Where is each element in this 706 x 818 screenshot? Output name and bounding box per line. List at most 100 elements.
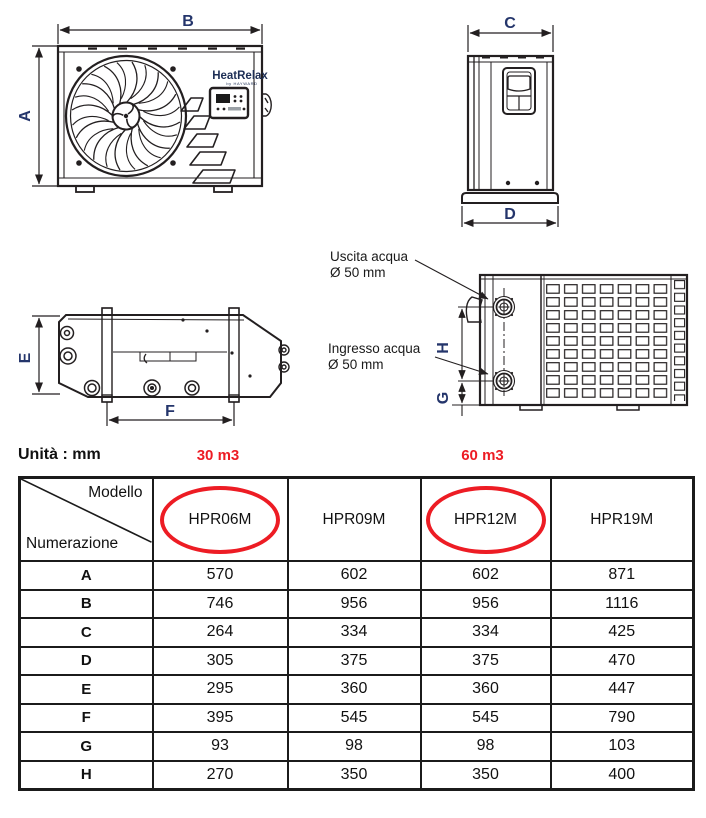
value-cell: 334: [286, 617, 422, 648]
dimensions-table: Modello Numerazione HPR06M HPR09M HPR12M…: [18, 476, 695, 791]
dim-a: [32, 45, 58, 187]
side-cabinet: [461, 54, 559, 204]
side-dim-base-label: D: [504, 206, 516, 223]
back-dim-lower-label: G: [435, 392, 452, 404]
dim-d: [461, 206, 559, 228]
dim-h: [458, 306, 493, 382]
table-row-f: F 395 545 545 790: [18, 702, 695, 733]
dim-label-cell: H: [18, 759, 154, 791]
value-cell: 98: [286, 731, 422, 762]
value-cell: 305: [151, 645, 289, 676]
value-cell: 602: [419, 560, 552, 591]
value-cell: 360: [286, 674, 422, 705]
highlight-ring-hpr06m: [160, 485, 280, 554]
water-outlet-size: Ø 50 mm: [330, 265, 386, 280]
water-inlet-connector: [492, 369, 516, 393]
value-cell: 602: [286, 560, 422, 591]
value-cell: 375: [419, 645, 552, 676]
value-cell: 956: [419, 588, 552, 619]
value-cell: 295: [151, 674, 289, 705]
table-row-h: H 270 350 350 400: [18, 759, 695, 791]
value-cell: 350: [419, 759, 552, 791]
value-cell: 93: [151, 731, 289, 762]
value-cell: 470: [549, 645, 695, 676]
dim-e: [32, 315, 60, 395]
value-cell: 395: [151, 702, 289, 733]
table-corner-cell: Modello Numerazione: [18, 476, 154, 562]
water-outlet-label: Uscita acqua: [330, 249, 409, 264]
water-outlet-connector: [492, 295, 516, 319]
table-row-d: D 305 375 375 470: [18, 645, 695, 676]
value-cell: 871: [549, 560, 695, 591]
bottom-dim-depth-label: E: [18, 352, 34, 363]
base-plate: [58, 307, 290, 403]
dim-g: [452, 382, 482, 416]
value-cell: 570: [151, 560, 289, 591]
dim-label-cell: B: [18, 588, 154, 619]
value-cell: 425: [549, 617, 695, 648]
value-cell: 956: [286, 588, 422, 619]
value-cell: 545: [286, 702, 422, 733]
model-header-hpr09m: HPR09M: [286, 476, 422, 562]
fan-screws: [76, 66, 176, 166]
fan-grille: [64, 54, 188, 178]
value-cell: 98: [419, 731, 552, 762]
mounting-bracket-left: [101, 307, 113, 403]
volume-annotation-30m3: 30 m3: [196, 447, 240, 464]
units-label: Unità : mm: [18, 446, 101, 463]
value-cell: 334: [419, 617, 552, 648]
value-cell: 545: [419, 702, 552, 733]
corner-label-modello: Modello: [88, 484, 143, 501]
corner-diagonal: [21, 479, 152, 560]
dim-label-cell: F: [18, 702, 154, 733]
value-cell: 270: [151, 759, 289, 791]
cable-flap: [465, 296, 483, 323]
value-cell: 375: [286, 645, 422, 676]
model-header-hpr19m: HPR19M: [549, 476, 695, 562]
table-row-b: B 746 956 956 1116: [18, 588, 695, 619]
water-inlet-label: Ingresso acqua: [328, 341, 421, 356]
dim-b: [57, 24, 263, 44]
side-base: [461, 192, 559, 204]
model-name: HPR09M: [322, 510, 386, 528]
model-header-hpr06m: HPR06M: [151, 476, 289, 562]
coil-grid-edge: [674, 280, 686, 401]
table-row-e: E 295 360 360 447: [18, 674, 695, 705]
front-dim-width-label: B: [182, 13, 194, 30]
value-cell: 447: [549, 674, 695, 705]
front-view-drawing: B A: [18, 13, 272, 193]
mounting-bracket-right: [228, 307, 240, 403]
control-panel: [208, 86, 250, 120]
pipe-stubs: [278, 344, 290, 373]
side-handle: [262, 93, 272, 117]
dim-label-cell: C: [18, 617, 154, 648]
volume-annotation-60m3: 60 m3: [461, 447, 504, 464]
bottom-dim-feet-label: F: [165, 403, 175, 420]
dim-c: [467, 25, 554, 52]
brand-logo: HeatRelax: [212, 70, 268, 82]
side-view-drawing: C: [461, 15, 559, 228]
value-cell: 400: [549, 759, 695, 791]
value-cell: 1116: [549, 588, 695, 619]
model-header-hpr12m: HPR12M: [419, 476, 552, 562]
back-cabinet: [465, 273, 689, 411]
drain-holes: [59, 325, 200, 397]
table-row-a: A 570 602 602 871: [18, 560, 695, 591]
dim-label-cell: D: [18, 645, 154, 676]
back-dim-upper-label: H: [435, 342, 452, 354]
value-cell: 746: [151, 588, 289, 619]
value-cell: 350: [286, 759, 422, 791]
coil-grid: [546, 284, 668, 398]
value-cell: 103: [549, 731, 695, 762]
corner-label-numerazione: Numerazione: [26, 535, 119, 552]
side-dim-top-label: C: [504, 15, 516, 32]
dim-label-cell: E: [18, 674, 154, 705]
table-row-g: G 93 98 98 103: [18, 731, 695, 762]
dim-label-cell: G: [18, 731, 154, 762]
dim-f: [106, 402, 235, 426]
side-control-recess: [502, 67, 536, 115]
model-name: HPR19M: [590, 510, 654, 528]
highlight-ring-hpr12m: [425, 485, 546, 554]
value-cell: 264: [151, 617, 289, 648]
